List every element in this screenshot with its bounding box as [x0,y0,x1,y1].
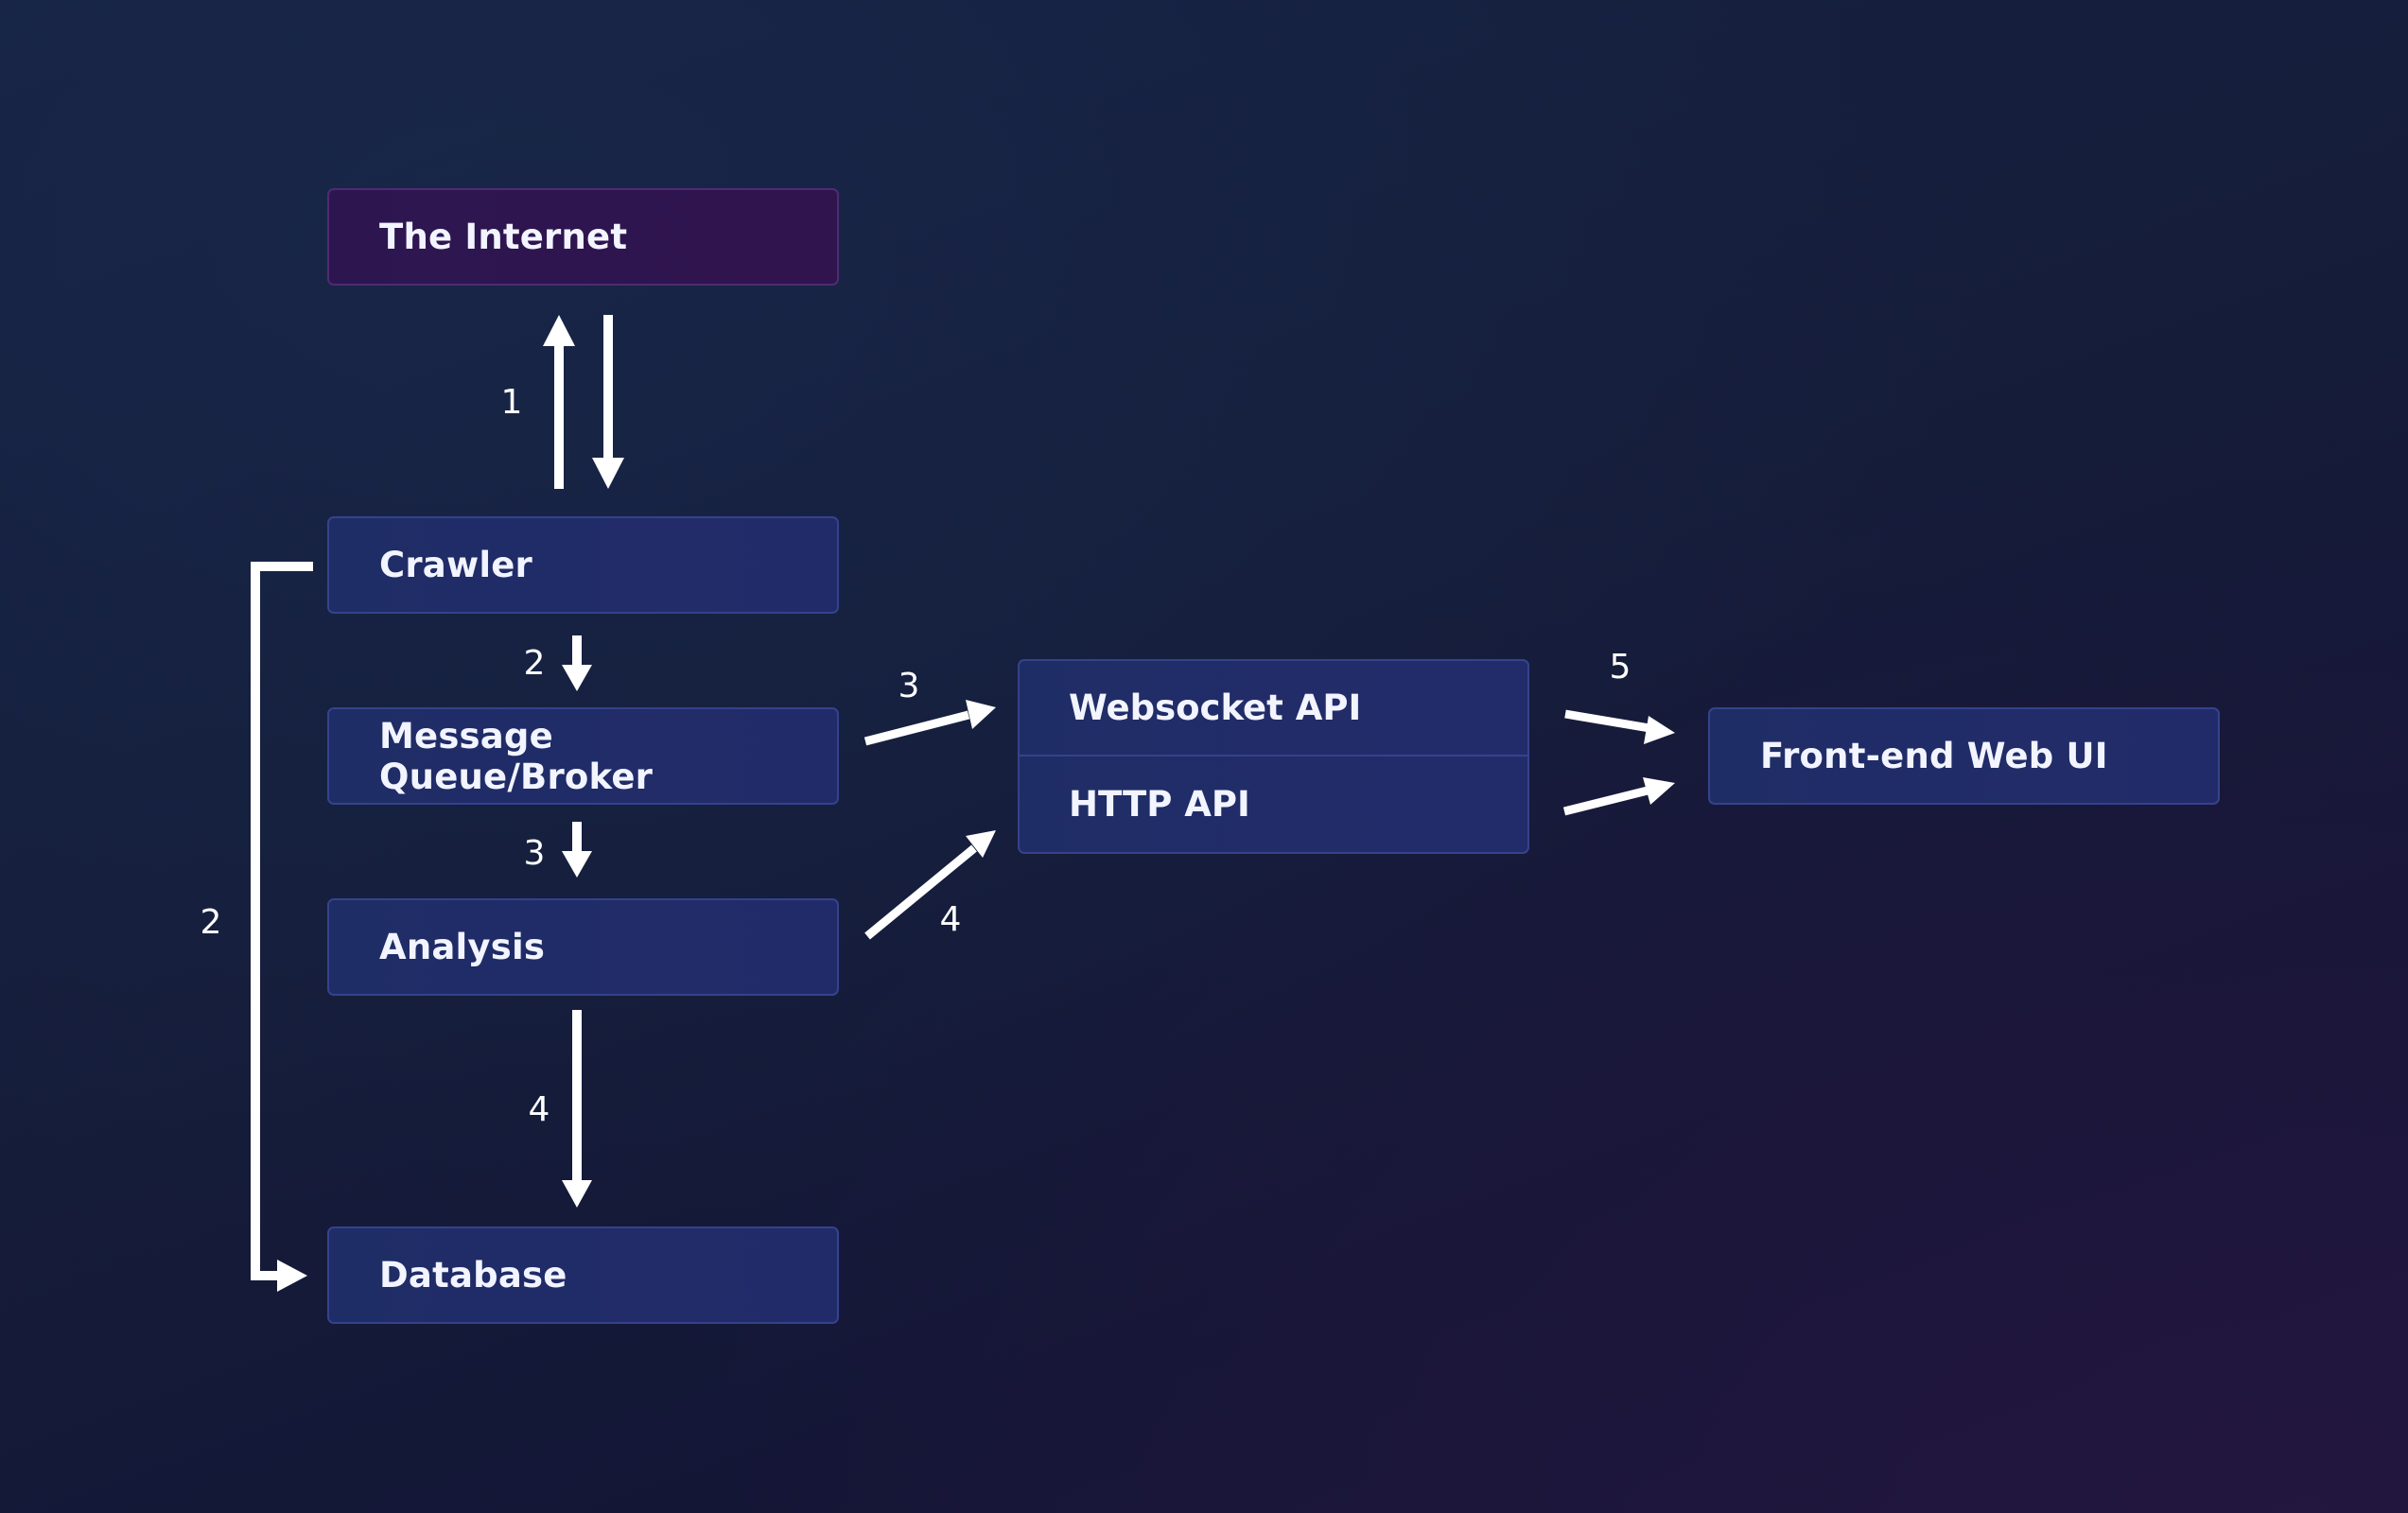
arrowhead-analysis-to-api [966,830,996,858]
arrow-internet-to-crawler [592,315,624,489]
step-label-analysis-database: 4 [528,1090,550,1129]
node-label: Analysis [379,927,546,967]
node-message-queue: Message Queue/Broker [327,707,839,805]
arrow-ws-to-frontend-line [1564,709,1650,733]
arrowhead-http-to-frontend [1643,777,1675,805]
node-label: The Internet [379,217,628,257]
step-label-analysis-api: 4 [939,900,962,939]
arrow-crawler-to-queue [562,635,592,691]
arrow-queue-to-analysis [562,822,592,878]
node-http-api: HTTP API [1020,756,1527,852]
node-label: Message Queue/Broker [379,715,654,797]
arrow-queue-to-api-line [864,710,970,746]
step-label-internet-crawler: 1 [500,383,523,422]
step-label-api-frontend: 5 [1609,648,1632,687]
node-label: Front-end Web UI [1760,736,2108,776]
node-frontend-web-ui: Front-end Web UI [1708,707,2220,805]
arrow-crawler-to-database [251,562,313,1292]
arrow-analysis-to-database [562,1010,592,1208]
node-label: Crawler [379,545,532,585]
arrowhead-queue-to-api [966,700,996,729]
step-label-queue-api: 3 [898,667,920,705]
node-api-group: Websocket API HTTP API [1018,659,1529,854]
node-label: Websocket API [1069,687,1362,728]
node-label: HTTP API [1069,784,1250,825]
node-analysis: Analysis [327,898,839,996]
node-label: Database [379,1255,567,1296]
node-crawler: Crawler [327,516,839,614]
node-websocket-api: Websocket API [1020,661,1527,756]
arrow-http-to-frontend-line [1562,786,1649,816]
arrow-analysis-to-api-line [864,844,977,940]
node-database: Database [327,1226,839,1324]
node-the-internet: The Internet [327,188,839,286]
step-label-crawler-queue: 2 [523,644,546,683]
step-label-crawler-database: 2 [200,903,222,942]
arrow-crawler-to-internet [543,315,575,489]
arrowhead-ws-to-frontend [1644,716,1675,744]
step-label-queue-analysis: 3 [523,834,546,873]
